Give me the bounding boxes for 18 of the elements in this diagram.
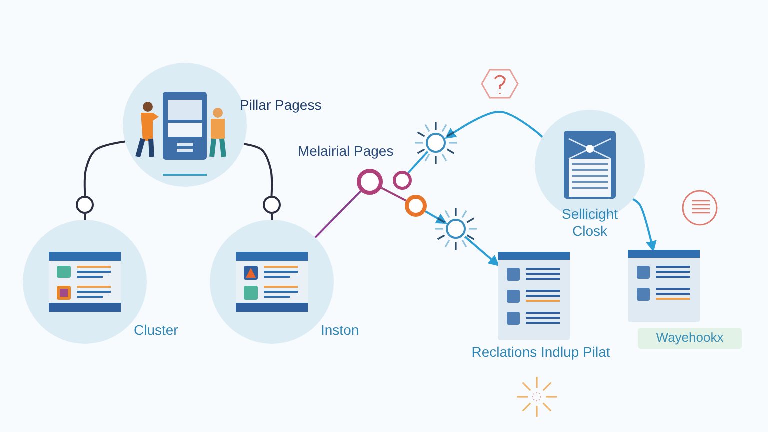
tag-badge: Wayehookx	[638, 328, 742, 349]
arrow	[425, 210, 448, 224]
connector-line	[84, 140, 126, 196]
node-label: Pillar Pagess	[240, 97, 323, 114]
arrow	[445, 111, 544, 140]
connector-line	[244, 143, 274, 196]
arrow	[632, 198, 657, 252]
section-label: Melairial Pages	[298, 143, 394, 160]
connector-line	[381, 187, 407, 202]
connector-line	[314, 190, 362, 238]
node-label: Inston	[321, 322, 360, 339]
node-label: Sellicight Closk	[560, 206, 620, 240]
connector-line	[271, 214, 273, 220]
node-label: Cluster	[134, 322, 180, 339]
connector-line	[84, 214, 86, 220]
connector-line	[408, 151, 429, 174]
arrow	[464, 236, 500, 266]
node-label: Reclations Indlup Pilat	[470, 344, 612, 361]
